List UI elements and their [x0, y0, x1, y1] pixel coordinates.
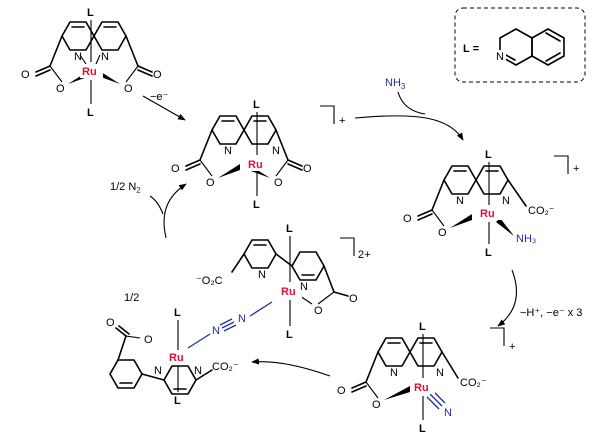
svg-text:O: O — [349, 293, 358, 305]
ammine-ligand: NH₃ — [516, 233, 536, 245]
ligand-l-bottom: L — [87, 107, 94, 119]
carboxylate-group: CO₂⁻ — [212, 361, 239, 373]
svg-text:O: O — [144, 334, 153, 346]
step-oxidation: −e⁻ — [150, 91, 169, 103]
carboxylate-group: CO₂⁻ — [528, 205, 555, 217]
svg-text:L: L — [174, 395, 181, 407]
arrow-deprotonation-oxidation — [497, 269, 517, 327]
ligand-l-top: L — [87, 7, 94, 19]
step-ammonia: NH3 — [385, 77, 406, 91]
legend-label: L = — [463, 43, 479, 55]
svg-text:O: O — [56, 83, 65, 95]
svg-text:N: N — [194, 365, 202, 377]
svg-text:L: L — [286, 223, 293, 235]
complex-ru-ammine: Ru N N O O CO₂⁻ NH₃ L L + — [403, 149, 579, 259]
carboxylate-group-left: ⁻O₂C — [196, 275, 223, 287]
metal-center: Ru — [82, 66, 97, 78]
svg-text:O: O — [124, 83, 133, 95]
svg-text:L: L — [286, 329, 293, 341]
svg-text:O: O — [106, 317, 115, 329]
svg-text:N: N — [502, 195, 510, 207]
charge-plus: + — [573, 163, 579, 175]
svg-text:L: L — [485, 149, 492, 161]
svg-text:N: N — [456, 195, 464, 207]
bridging-n-1: N — [212, 325, 220, 337]
svg-text:O: O — [21, 69, 30, 81]
svg-text:L: L — [419, 321, 426, 333]
svg-text:O: O — [171, 163, 180, 175]
charge-plus: + — [339, 115, 345, 127]
svg-text:N: N — [74, 51, 82, 63]
charge-two-plus: 2+ — [358, 249, 371, 261]
svg-text:L: L — [253, 99, 260, 111]
svg-text:O: O — [403, 213, 412, 225]
arrow-ammonia-binding — [354, 115, 464, 141]
dimer-mu-n2: 1/2 Ru O O N N CO₂⁻ L L N N — [106, 223, 371, 407]
svg-text:L: L — [419, 423, 426, 435]
svg-text:O: O — [153, 69, 162, 81]
nitride-ligand: N — [444, 407, 452, 419]
step-deprotonation: −H⁺, −e⁻ x 3 — [520, 307, 582, 319]
svg-text:N: N — [436, 367, 444, 379]
metal-center: Ru — [414, 382, 429, 394]
svg-text:N: N — [300, 281, 308, 293]
metal-center: Ru — [480, 208, 495, 220]
metal-center: Ru — [169, 352, 184, 364]
isoquinoline-structure: N — [495, 28, 565, 66]
svg-text:O: O — [206, 177, 215, 189]
complex-ru-iii: Ru N N O O O O L L + — [171, 99, 345, 211]
complex-ru-nitrido: Ru N N O O CO₂⁻ N L L + — [337, 321, 515, 435]
svg-text:N: N — [101, 51, 109, 63]
metal-center: Ru — [248, 159, 263, 171]
svg-text:N: N — [154, 365, 162, 377]
metal-center: Ru — [281, 286, 296, 298]
svg-text:O: O — [337, 385, 346, 397]
svg-text:L: L — [253, 199, 260, 211]
svg-text:N: N — [390, 367, 398, 379]
svg-text:O: O — [438, 227, 447, 239]
step-n2-release: 1/2 N2 — [110, 181, 141, 195]
svg-text:O: O — [314, 305, 323, 317]
svg-text:N: N — [224, 145, 232, 157]
svg-text:O: O — [303, 163, 312, 175]
arrow-n2-release — [163, 183, 187, 239]
svg-text:N: N — [272, 145, 280, 157]
carboxylate-group: CO₂⁻ — [460, 377, 487, 389]
dimer-fraction: 1/2 — [124, 292, 139, 304]
bridging-n-2: N — [238, 313, 246, 325]
svg-text:L: L — [485, 247, 492, 259]
legend-box: L = N — [454, 7, 586, 83]
isoquinoline-n: N — [496, 51, 504, 63]
svg-text:N: N — [258, 269, 266, 281]
svg-text:O: O — [372, 399, 381, 411]
charge-plus: + — [509, 341, 515, 353]
svg-text:O: O — [274, 177, 283, 189]
svg-text:L: L — [174, 307, 181, 319]
complex-ru-ii: Ru N N O O O O L L — [21, 7, 162, 119]
arrow-oxidation — [142, 95, 186, 121]
arrow-coupling — [251, 358, 331, 377]
